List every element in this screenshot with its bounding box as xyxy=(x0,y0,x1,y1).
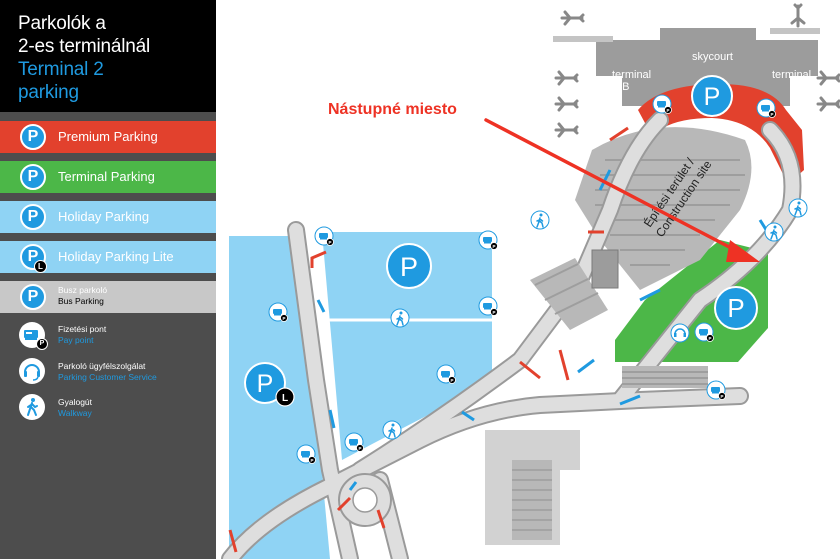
pay-point-icon xyxy=(478,230,498,250)
holiday-parking-p-icon: P xyxy=(386,243,432,289)
walkway-label-en: Walkway xyxy=(58,408,92,418)
legend-holiday-parking: P Holiday Parking xyxy=(0,201,216,233)
walking-person-icon xyxy=(382,420,402,440)
pay-point-label-en: Pay point xyxy=(58,335,94,345)
pay-point-icon xyxy=(652,94,672,114)
airplane-icon xyxy=(554,70,579,86)
legend-terminal-parking: P Terminal Parking xyxy=(0,161,216,193)
terminal-2b-number: 2B xyxy=(616,81,629,93)
terminal-2a-number: 2A xyxy=(798,81,812,93)
parking-p-icon: P xyxy=(20,204,46,230)
pay-point-icon xyxy=(756,98,776,118)
walking-person-icon xyxy=(390,308,410,328)
airplane-icon xyxy=(560,10,585,26)
svg-text:P: P xyxy=(400,252,418,282)
pay-point-icon xyxy=(436,364,456,384)
airplane-icon xyxy=(816,70,840,86)
pay-point-icon xyxy=(268,302,288,322)
parking-p-icon: P xyxy=(20,164,46,190)
airplane-icon xyxy=(790,3,806,28)
airplane-icon xyxy=(554,96,579,112)
headset-icon xyxy=(19,358,45,384)
legend-label-hu: Busz parkoló xyxy=(58,285,108,295)
premium-parking-p-icon: P xyxy=(691,75,733,117)
svg-text:P: P xyxy=(727,293,744,323)
pay-point-icon xyxy=(478,296,498,316)
legend-sidebar: Parkolók a 2-es terminálnál Terminal 2 p… xyxy=(0,0,216,559)
terminal-2a-label: terminal xyxy=(772,69,811,81)
legend-premium-parking: P Premium Parking xyxy=(0,121,216,153)
legend-label: Premium Parking xyxy=(58,129,158,144)
terminal-2b-label: terminal xyxy=(612,69,651,81)
svg-text:L: L xyxy=(282,393,288,404)
lite-badge-icon: L xyxy=(34,260,47,273)
walking-person-icon xyxy=(19,394,45,420)
legend-label-en: Bus Parking xyxy=(58,296,104,306)
pay-point-icon xyxy=(19,322,45,348)
subtitle-line-1: Terminal 2 xyxy=(18,59,104,80)
title-line-1: Parkolók a xyxy=(18,13,106,34)
walking-person-icon xyxy=(764,222,784,242)
pay-badge-icon: P xyxy=(36,338,48,350)
holiday-parking-lite-p-icon: P L xyxy=(244,362,295,407)
terminal-parking-p-icon: P xyxy=(714,286,758,330)
pay-point-icon xyxy=(694,322,714,342)
subtitle-line-2: parking xyxy=(18,82,79,103)
headset-icon xyxy=(670,323,690,343)
legend-holiday-parking-lite: P L Holiday Parking Lite xyxy=(0,241,216,273)
svg-text:P: P xyxy=(704,83,721,111)
customer-service-label-en: Parking Customer Service xyxy=(58,372,157,382)
legend-label: Terminal Parking xyxy=(58,169,155,184)
svg-text:P: P xyxy=(257,370,274,398)
legend-label: Holiday Parking xyxy=(58,209,150,224)
airplane-icon xyxy=(554,122,579,138)
airplane-icon xyxy=(816,96,840,112)
walking-person-icon xyxy=(788,198,808,218)
parking-p-icon: P xyxy=(20,284,46,310)
title-line-2: 2-es terminálnál xyxy=(18,36,150,57)
skycourt-label: skycourt xyxy=(692,51,733,63)
boarding-point-annotation: Nástupné miesto xyxy=(328,101,457,118)
legend-label: Holiday Parking Lite xyxy=(58,249,174,264)
parking-p-icon: P xyxy=(20,244,46,270)
sidebar-header: Parkolók a 2-es terminálnál Terminal 2 p… xyxy=(0,0,216,112)
pay-point-icon xyxy=(314,226,334,246)
customer-service-label-hu: Parkoló ügyfélszolgálat xyxy=(58,361,146,371)
pay-point-icon xyxy=(344,432,364,452)
pay-point-icon xyxy=(706,380,726,400)
parking-p-icon: P xyxy=(20,124,46,150)
parking-map: P xyxy=(221,3,840,559)
walkway-label-hu: Gyalogút xyxy=(58,397,93,407)
pay-point-label-hu: Fizetési pont xyxy=(58,324,107,334)
terminal-building xyxy=(596,28,818,106)
legend-bus-parking: P Busz parkoló Bus Parking xyxy=(0,281,216,313)
pay-point-icon xyxy=(296,444,316,464)
walking-person-icon xyxy=(530,210,550,230)
annotation-arrow xyxy=(484,118,760,262)
